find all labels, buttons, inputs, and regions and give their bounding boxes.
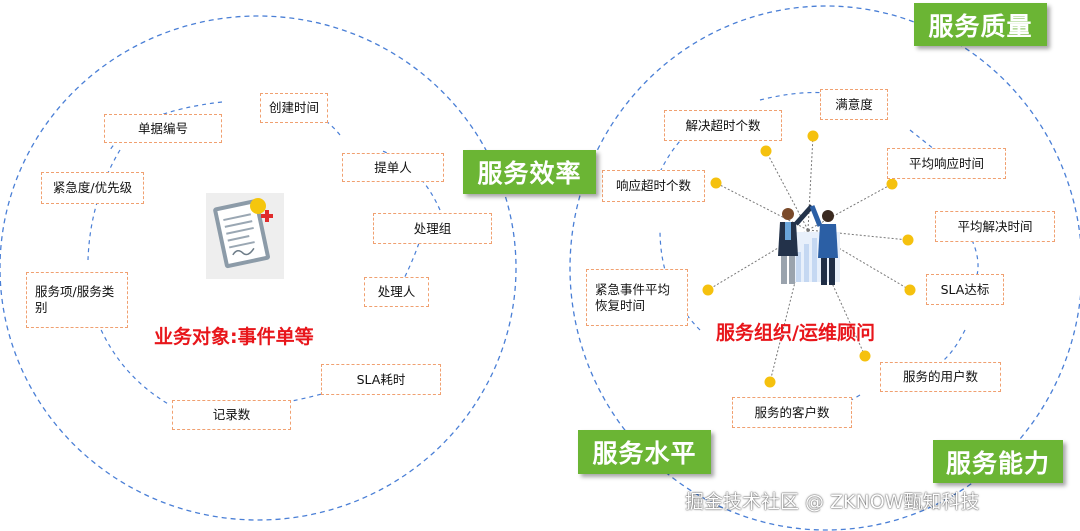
field-box-service-item-category: 服务项/服务类别 <box>26 272 128 328</box>
field-box-urgency-priority: 紧急度/优先级 <box>41 172 144 204</box>
field-box-document-number: 单据编号 <box>104 114 222 143</box>
watermark: 掘金技术社区 @ ZKNOW甄知科技 <box>685 487 980 514</box>
spoke-dot <box>905 285 916 296</box>
tag-service-capability: 服务能力 <box>933 440 1063 483</box>
left-circle-caption: 业务对象:事件单等 <box>154 322 314 349</box>
metric-box-served-user-count: 服务的用户数 <box>880 362 1001 392</box>
field-box-created-time: 创建时间 <box>260 93 328 123</box>
metric-box-resolve-overtime-count: 解决超时个数 <box>664 110 782 141</box>
metric-box-response-overtime-count: 响应超时个数 <box>602 170 705 202</box>
tag-service-efficiency: 服务效率 <box>463 150 596 194</box>
field-box-sla-time: SLA耗时 <box>321 364 441 395</box>
field-box-record-count: 记录数 <box>172 400 291 430</box>
metric-box-avg-resolve-time: 平均解决时间 <box>935 211 1055 242</box>
field-box-submitter: 提单人 <box>342 153 444 182</box>
spoke-dot <box>887 179 898 190</box>
metric-box-avg-response-time: 平均响应时间 <box>887 148 1006 179</box>
metric-box-served-customer-count: 服务的客户数 <box>732 397 852 428</box>
spoke-dot <box>711 178 722 189</box>
field-box-handler: 处理人 <box>364 277 429 307</box>
metric-box-satisfaction: 满意度 <box>820 89 888 120</box>
tag-service-level: 服务水平 <box>578 430 711 474</box>
field-box-handling-group: 处理组 <box>373 213 492 244</box>
tag-service-quality: 服务质量 <box>914 3 1047 46</box>
spoke-dot <box>860 351 871 362</box>
spoke-dot <box>761 146 772 157</box>
spoke-dot <box>703 285 714 296</box>
metric-box-sla-compliance: SLA达标 <box>926 274 1004 305</box>
spoke-dot <box>903 235 914 246</box>
clipboard-document-icon <box>206 193 284 279</box>
spoke-dot <box>765 377 776 388</box>
right-circle-caption: 服务组织/运维顾问 <box>716 318 875 345</box>
metric-box-urgent-avg-recovery-time: 紧急事件平均恢复时间 <box>586 269 688 326</box>
spoke-dot <box>808 131 819 142</box>
